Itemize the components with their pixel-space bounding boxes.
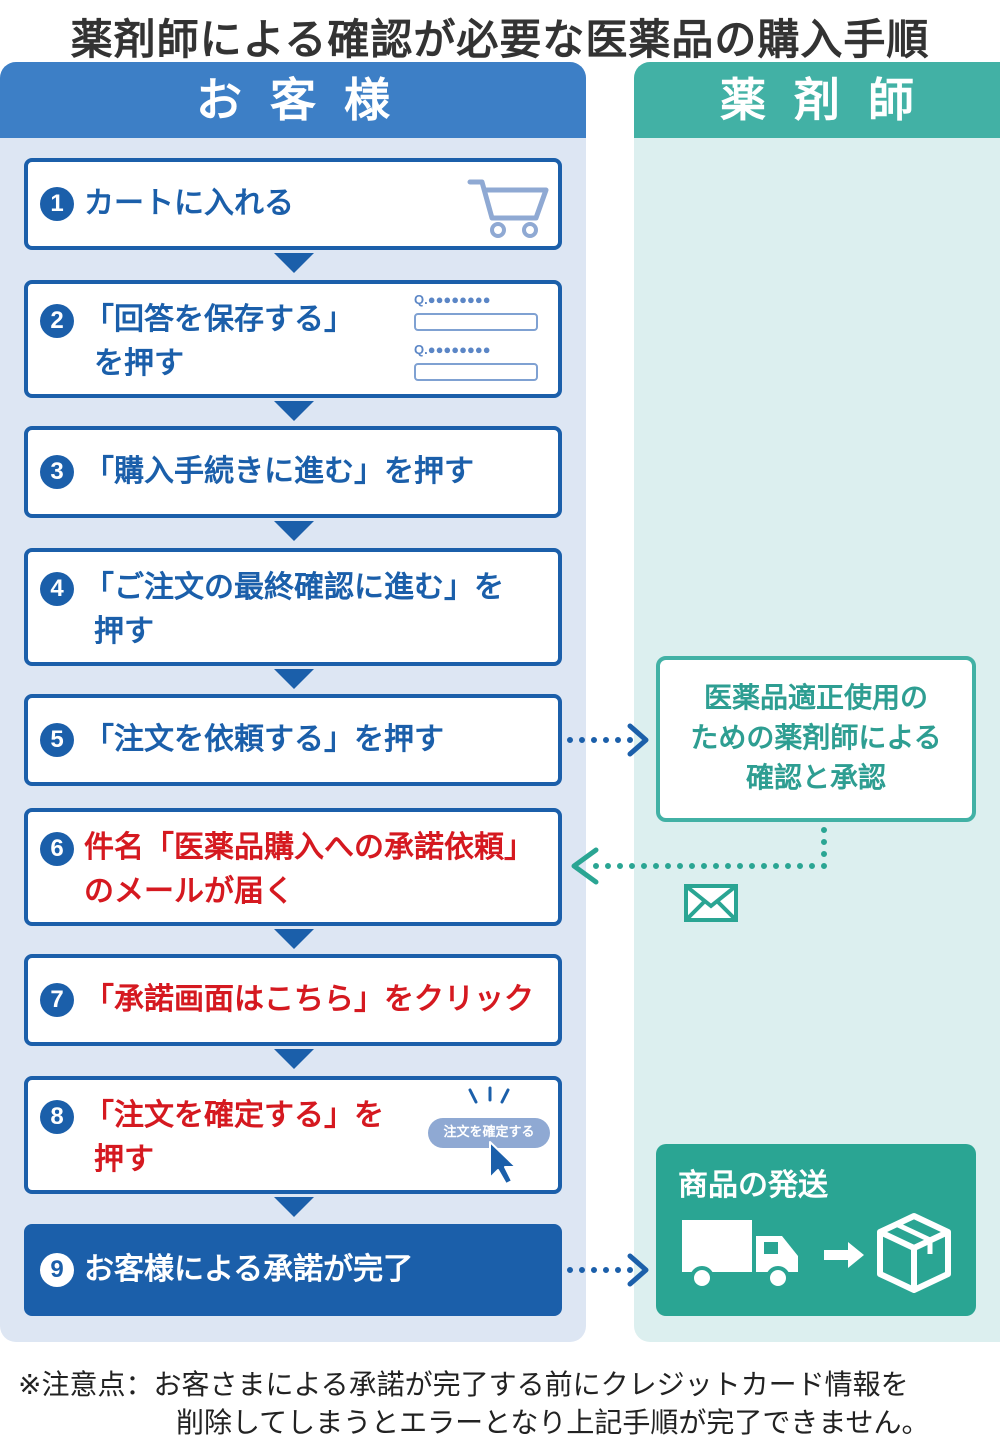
- review-text-line1: 医薬品適正使用の: [703, 681, 928, 714]
- flow-arrow-down: [274, 253, 314, 273]
- caution-note-line1: ※注意点：お客さまによる承諾が完了する前にクレジットカード情報を: [18, 1368, 909, 1401]
- step-text-line2: 押す: [94, 1142, 154, 1177]
- step-text: 「ご注文の最終確認に進む」を: [84, 570, 504, 605]
- caution-note: ※注意点：お客さまによる承諾が完了する前にクレジットカード情報を 削除してしまう…: [18, 1366, 929, 1442]
- step-number: 1: [40, 187, 74, 221]
- step-number: 3: [40, 455, 74, 489]
- review-text-line3: 確認と承認: [745, 761, 886, 794]
- step-text: カートに入れる: [84, 186, 294, 221]
- connector-arrowhead: [627, 723, 649, 757]
- step-9: 9 お客様による承諾が完了: [24, 1224, 562, 1316]
- step-7: 7 「承諾画面はこちら」をクリック: [24, 954, 562, 1046]
- flow-arrow-down: [274, 1049, 314, 1069]
- step-6: 6 件名「医薬品購入への承諾依頼」 のメールが届く: [24, 808, 562, 926]
- question-label: Q.●●●●●●●●: [414, 342, 491, 357]
- pharmacist-lane-header: 薬剤師: [634, 62, 1000, 138]
- step-number: 5: [40, 723, 74, 757]
- step-number: 4: [40, 572, 74, 606]
- question-label: Q.●●●●●●●●: [414, 292, 491, 307]
- answer-field: [414, 363, 538, 381]
- step-text-line2: 押す: [94, 614, 154, 649]
- package-box-icon: [877, 1213, 951, 1293]
- flow-arrow-down: [274, 401, 314, 421]
- step-text: お客様による承諾が完了: [84, 1252, 414, 1287]
- mail-icon: [684, 884, 738, 922]
- flow-arrow-down: [274, 1197, 314, 1217]
- step-number: 2: [40, 304, 74, 338]
- step-1: 1 カートに入れる: [24, 158, 562, 250]
- shipping-box: 商品の発送: [656, 1144, 976, 1316]
- truck-icon: [682, 1220, 798, 1290]
- connector-arrowhead: [627, 1253, 649, 1287]
- flow-arrow-down: [274, 521, 314, 541]
- step-text: 「購入手続きに進む」を押す: [84, 454, 474, 489]
- cart-icon: [467, 179, 549, 238]
- step-text: 件名「医薬品購入への承諾依頼」: [84, 830, 534, 865]
- step-text-line2: のメールが届く: [84, 874, 294, 909]
- shipping-label: 商品の発送: [678, 1168, 828, 1203]
- step-text-line2: を押す: [94, 346, 184, 381]
- step-text: 「注文を依頼する」を押す: [84, 722, 444, 757]
- step-number: 6: [40, 832, 74, 866]
- arrow-right-icon: [824, 1242, 864, 1268]
- step-5: 5 「注文を依頼する」を押す: [24, 694, 562, 786]
- step-number: 8: [40, 1100, 74, 1134]
- step-number: 9: [40, 1253, 74, 1287]
- connector-arrowhead: [571, 847, 599, 885]
- step-4: 4 「ご注文の最終確認に進む」を 押す: [24, 548, 562, 666]
- caution-note-line2: 削除してしまうとエラーとなり上記手順が完了できません。: [176, 1406, 930, 1439]
- step-text: 「回答を保存する」: [84, 302, 354, 337]
- step-number: 7: [40, 983, 74, 1017]
- flow-arrow-down: [274, 929, 314, 949]
- review-text-line2: ための薬剤師による: [690, 721, 942, 754]
- customer-lane-header: お客様: [0, 62, 586, 138]
- step-text: 「注文を確定する」を: [84, 1098, 384, 1133]
- step-text: 「承諾画面はこちら」をクリック: [84, 982, 534, 1017]
- click-cursor-icon: [468, 1086, 517, 1185]
- step-3: 3 「購入手続きに進む」を押す: [24, 426, 562, 518]
- page-title: 薬剤師による確認が必要な医薬品の購入手順: [70, 15, 930, 64]
- answer-field: [414, 313, 538, 331]
- pharmacist-review-box: 医薬品適正使用の ための薬剤師による 確認と承認: [656, 656, 976, 822]
- flow-arrow-down: [274, 669, 314, 689]
